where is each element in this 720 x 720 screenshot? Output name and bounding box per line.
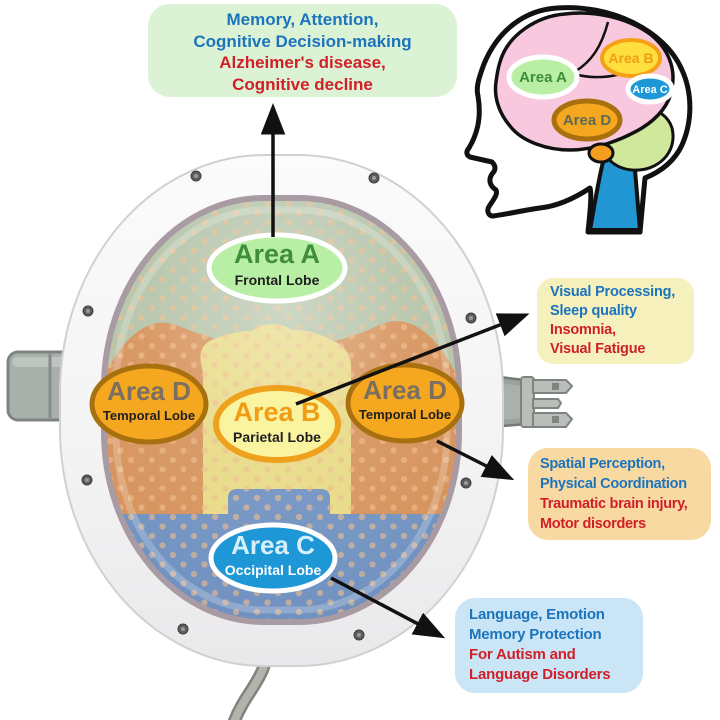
- area-b-title: Area B: [233, 397, 320, 427]
- area-d-left-title: Area D: [107, 376, 191, 406]
- area-c-title: Area C: [231, 530, 315, 560]
- callout-visual: Visual Processing, Sleep quality Insomni…: [537, 278, 694, 364]
- callout-visual-line-3: Insomnia,: [550, 322, 616, 338]
- callout-memory-line-3: Alzheimer's disease,: [219, 53, 386, 72]
- callout-language: Language, Emotion Memory Protection For …: [455, 598, 643, 693]
- callout-spatial-line-2: Physical Coordination: [540, 476, 687, 492]
- callout-arrows: [260, 103, 530, 639]
- area-b-subtitle: Parietal Lobe: [233, 429, 321, 445]
- head-area-c-label: Area C: [632, 84, 668, 96]
- helmet-label-area-d-left: Area D Temporal Lobe: [89, 363, 209, 445]
- area-a-subtitle: Frontal Lobe: [235, 272, 320, 288]
- arrow-to-visual-callout: [295, 313, 530, 406]
- area-c-subtitle: Occipital Lobe: [225, 562, 322, 578]
- callout-visual-line-1: Visual Processing,: [550, 284, 676, 300]
- callout-memory-line-2: Cognitive Decision-making: [193, 31, 412, 51]
- arrow-to-language-callout: [330, 576, 446, 639]
- callout-spatial-line-1: Spatial Perception,: [540, 456, 665, 472]
- head-label-area-d: Area D: [551, 98, 623, 142]
- callout-visual-line-2: Sleep quality: [550, 303, 637, 319]
- area-a-title: Area A: [234, 239, 320, 269]
- head-diagram: Area A Area B Area C Area D: [464, 5, 693, 235]
- callout-language-line-2: Memory Protection: [469, 626, 602, 643]
- callout-visual-line-4: Visual Fatigue: [550, 341, 646, 357]
- area-d-right-title: Area D: [363, 375, 447, 405]
- central-sulcus-line: [573, 21, 610, 74]
- head-area-d-label: Area D: [563, 112, 612, 129]
- arrow-to-spatial-callout: [436, 439, 515, 481]
- callout-spatial-line-3: Traumatic brain injury,: [540, 496, 688, 512]
- head-area-a-label: Area A: [519, 69, 567, 86]
- brain-stem-node: [587, 142, 615, 164]
- head-label-area-c: Area C: [625, 73, 675, 105]
- head-label-area-a: Area A: [506, 54, 580, 100]
- head-area-b-label: Area B: [608, 50, 653, 66]
- helmet-label-area-d-right: Area D Temporal Lobe: [345, 362, 465, 444]
- callout-memory-line-1: Memory, Attention,: [226, 10, 379, 29]
- helmet-label-area-b: Area B Parietal Lobe: [213, 385, 341, 463]
- shell-screws: [81, 170, 477, 641]
- helmet-label-area-c: Area C Occipital Lobe: [208, 522, 338, 594]
- helmet-label-area-a: Area A Frontal Lobe: [206, 232, 348, 304]
- callout-spatial: Spatial Perception, Physical Coordinatio…: [528, 448, 711, 540]
- callout-language-line-4: Language Disorders: [469, 666, 611, 683]
- callout-memory-line-4: Cognitive decline: [232, 74, 373, 94]
- callout-language-line-1: Language, Emotion: [469, 606, 605, 623]
- callout-memory: Memory, Attention, Cognitive Decision-ma…: [148, 4, 457, 97]
- strap-buckle-clip: [520, 376, 574, 428]
- callout-language-line-3: For Autism and: [469, 646, 576, 663]
- area-d-right-subtitle: Temporal Lobe: [359, 407, 451, 422]
- head-label-area-b: Area B: [600, 38, 662, 78]
- callout-spatial-line-4: Motor disorders: [540, 516, 646, 532]
- area-d-left-subtitle: Temporal Lobe: [103, 408, 195, 423]
